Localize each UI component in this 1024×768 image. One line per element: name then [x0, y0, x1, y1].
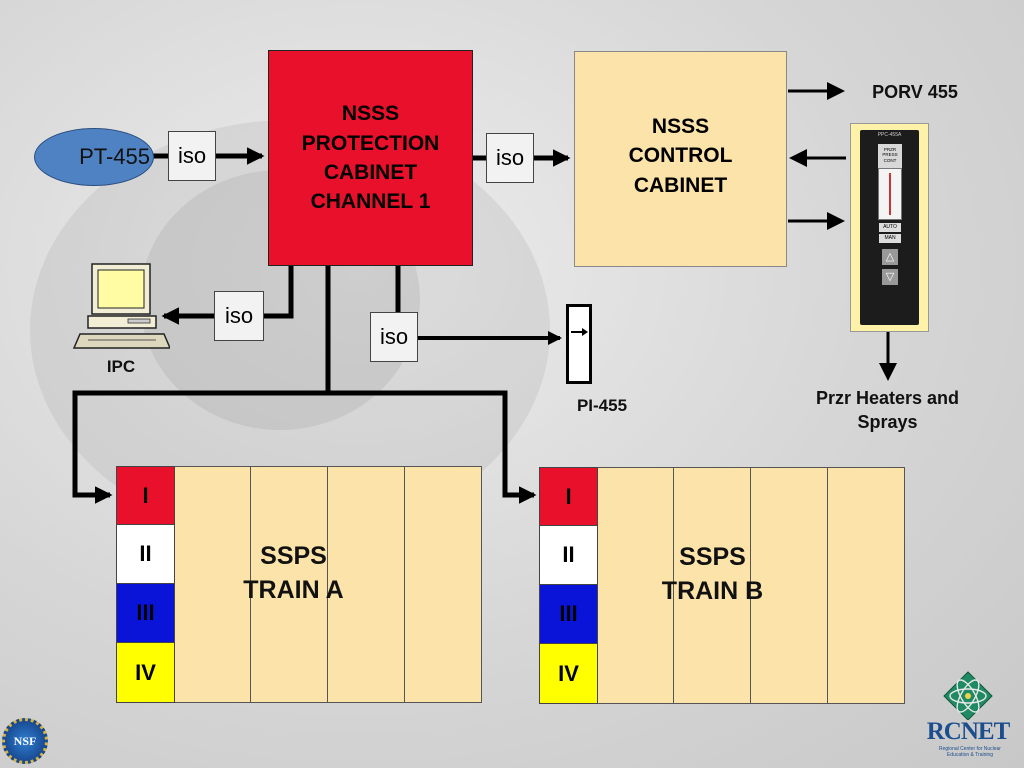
train-b-title: SSPS TRAIN B: [635, 541, 790, 609]
train-a-line: SSPS: [260, 542, 327, 570]
iso-label: iso: [495, 145, 525, 170]
train-b-cabinet: [673, 467, 751, 704]
train-a-title: SSPS TRAIN A: [216, 540, 371, 608]
train-a-line: TRAIN A: [243, 575, 344, 604]
ssps-train-a: I II III IV SSPS TRAIN A: [116, 466, 482, 703]
ssps-train-b: I II III IV SSPS TRAIN B: [539, 467, 905, 704]
controller-tag: PPC-455A: [877, 132, 902, 138]
train-b-tier-iii: III: [539, 584, 598, 644]
train-a-tier-iv: IV: [116, 642, 175, 703]
rcnet-logo-subtitle: Regional Center for Nuclear Education & …: [939, 746, 1001, 758]
train-b-tier-ii: II: [539, 525, 598, 585]
pi-pointer-icon: [571, 331, 585, 333]
iso-label: iso: [177, 143, 207, 168]
train-b-cabinet: [827, 467, 905, 704]
control-line: NSSS: [651, 115, 710, 138]
pressure-controller-panel: PPC-455A PRZR PRESS CONT AUTO MAN △ ▽: [850, 123, 929, 332]
iso-box-control: iso: [486, 133, 534, 183]
train-a-tier-i: I: [116, 466, 175, 525]
train-a-tier-ii: II: [116, 524, 175, 584]
line-train-b: [328, 390, 537, 504]
header-line: CONT: [883, 157, 897, 163]
header-line: PRESS: [882, 152, 898, 158]
train-b-line: TRAIN B: [661, 576, 764, 605]
gauge-needle: [889, 173, 891, 215]
auto-button[interactable]: AUTO: [879, 223, 901, 232]
rcnet-logo-text: RCNET: [926, 718, 1011, 745]
pt-455-transmitter: PT-455: [34, 128, 154, 186]
heaters-line: Przr Heaters and: [815, 388, 960, 408]
train-a-tier-iii: III: [116, 583, 175, 643]
ipc-label: IPC: [106, 357, 136, 376]
decrease-button[interactable]: ▽: [882, 269, 898, 285]
pi-455-indicator: [566, 304, 592, 384]
porv-455-label: PORV 455: [872, 82, 958, 102]
heaters-line: Sprays: [857, 412, 918, 433]
pi-455-label: PI-455: [576, 396, 628, 415]
nsf-logo: NSF: [2, 718, 48, 764]
header-line: PRZR: [883, 147, 897, 152]
rcnet-logo: RCNET Regional Center for Nuclear Educat…: [918, 668, 1018, 766]
protection-line: CABINET: [323, 161, 418, 184]
nsss-protection-cabinet: NSSS PROTECTION CABINET CHANNEL 1: [268, 50, 473, 266]
protection-line: CHANNEL 1: [310, 190, 431, 214]
line-train-a: [72, 390, 505, 504]
przr-heaters-label: Przr Heaters and Sprays: [800, 386, 975, 435]
iso-box-ipc: iso: [214, 291, 264, 341]
control-line: CONTROL: [628, 144, 733, 168]
iso-box-pi: iso: [370, 312, 418, 362]
increase-button[interactable]: △: [882, 249, 898, 265]
line-protection-ipc: [264, 266, 294, 319]
nsss-control-cabinet: NSSS CONTROL CABINET: [574, 51, 787, 267]
ipc-computer-icon: [72, 263, 170, 349]
train-b-tier-iv: IV: [539, 643, 598, 704]
train-b-line: SSPS: [679, 543, 746, 571]
iso-label: iso: [224, 303, 254, 328]
train-b-cabinet: [597, 467, 674, 704]
pi-pointer-tip: [582, 328, 588, 336]
nsf-logo-text: NSF: [13, 733, 37, 748]
train-a-cabinet: [404, 466, 482, 703]
train-a-cabinet: [250, 466, 328, 703]
protection-line: PROTECTION: [301, 131, 440, 155]
controller-body: PPC-455A PRZR PRESS CONT AUTO MAN △ ▽: [860, 130, 919, 325]
iso-box-pt: iso: [168, 131, 216, 181]
pt-455-label: PT-455: [79, 144, 150, 169]
protection-line: NSSS: [341, 102, 400, 126]
control-line: CABINET: [633, 173, 728, 197]
rcnet-atom-icon: [943, 671, 993, 720]
iso-label: iso: [379, 324, 409, 349]
controller-gauge: [878, 168, 902, 220]
train-b-tier-i: I: [539, 467, 598, 526]
man-button[interactable]: MAN: [879, 234, 901, 243]
train-b-cabinet: [750, 467, 828, 704]
